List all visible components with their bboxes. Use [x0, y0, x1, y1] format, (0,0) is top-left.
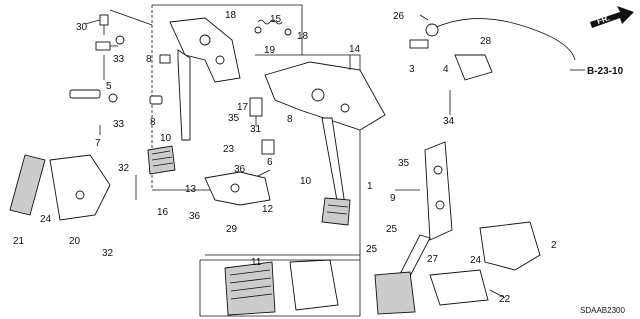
accelerator-pad-10b [321, 197, 351, 226]
part-label-34: 34 [443, 116, 455, 127]
part-label-10b: 10 [300, 176, 312, 187]
diagram-code: SDAAB2300 [580, 306, 625, 315]
part-label-20: 20 [69, 236, 81, 247]
part-label-22: 22 [499, 294, 511, 305]
reference-callout: B-23-10 [570, 66, 624, 77]
leader-lines [84, 14, 506, 299]
bracket-1 [424, 141, 453, 241]
clevis-8 [159, 54, 171, 64]
front-direction-arrow: FR. [590, 6, 634, 28]
pad-11b [289, 259, 339, 311]
part-label-1: 1 [367, 181, 373, 192]
part-label-33a: 33 [113, 54, 125, 65]
part-label-27: 27 [427, 254, 439, 265]
spring-15 [254, 19, 292, 36]
part-label-7: 7 [95, 138, 101, 149]
switch-31 [249, 97, 263, 126]
part-label-24b: 24 [40, 214, 52, 225]
part-label-16: 16 [157, 207, 169, 218]
part-label-29: 29 [226, 224, 238, 235]
part-label-32b: 32 [102, 248, 114, 259]
stopper-7 [69, 89, 118, 103]
part-label-14: 14 [349, 44, 361, 55]
part-label-35b: 35 [398, 158, 410, 169]
brake-pedal-arm [169, 17, 241, 141]
accelerator-bracket-14 [264, 61, 386, 131]
part-label-32a: 32 [118, 163, 130, 174]
part-label-13: 13 [185, 184, 197, 195]
module-22 [429, 269, 489, 306]
part-label-17: 17 [237, 102, 249, 113]
part-label-15: 15 [270, 14, 282, 25]
switch-6 [261, 139, 275, 155]
part-label-8b: 8 [150, 117, 156, 128]
part-label-4: 4 [443, 64, 449, 75]
sensor-bracket-12 [204, 171, 271, 206]
part-label-36b: 36 [189, 211, 201, 222]
bushing-8b [149, 95, 163, 105]
pad-21 [9, 154, 46, 216]
part-label-6: 6 [267, 157, 273, 168]
part-label-8c: 8 [287, 114, 293, 125]
accelerator-arm [321, 117, 346, 207]
part-label-26: 26 [393, 11, 405, 22]
bolt-5 [95, 35, 125, 51]
part-label-28: 28 [480, 36, 492, 47]
bracket-20 [49, 154, 111, 221]
front-direction-label: FR. [596, 13, 611, 26]
part-label-10a: 10 [160, 133, 172, 144]
part-label-25a: 25 [386, 224, 398, 235]
part-label-2: 2 [551, 240, 557, 251]
part-label-11: 11 [251, 257, 262, 268]
accelerator-group-box [199, 54, 361, 317]
part-label-23: 23 [223, 144, 235, 155]
part-label-25b: 25 [366, 244, 378, 255]
brake-pedal-pad-10 [147, 145, 176, 175]
part-label-3: 3 [409, 64, 415, 75]
reference-label: B-23-10 [587, 66, 624, 77]
pad-11 [224, 261, 276, 316]
part-label-18b: 18 [297, 31, 309, 42]
cable-3 [409, 18, 576, 61]
part-label-24a: 24 [470, 255, 482, 266]
part-label-31: 31 [250, 124, 262, 135]
part-label-33b: 33 [113, 119, 125, 130]
part-label-9: 9 [390, 193, 396, 204]
part-label-36a: 36 [234, 164, 246, 175]
part-label-8a: 8 [146, 54, 152, 65]
bracket-4 [454, 54, 493, 81]
part-label-35a: 35 [228, 113, 240, 124]
cover-2 [479, 221, 541, 271]
clutch-pad [374, 271, 416, 315]
part-label-30: 30 [76, 22, 88, 33]
bolt-30 [99, 14, 109, 35]
part-label-5: 5 [106, 81, 112, 92]
part-label-18a: 18 [225, 10, 237, 21]
part-label-12: 12 [262, 204, 274, 215]
part-label-21: 21 [13, 236, 25, 247]
part-labels: 30 33 5 33 7 8 8 10 16 18 15 18 19 17 35… [13, 10, 557, 305]
part-label-19: 19 [264, 45, 276, 56]
